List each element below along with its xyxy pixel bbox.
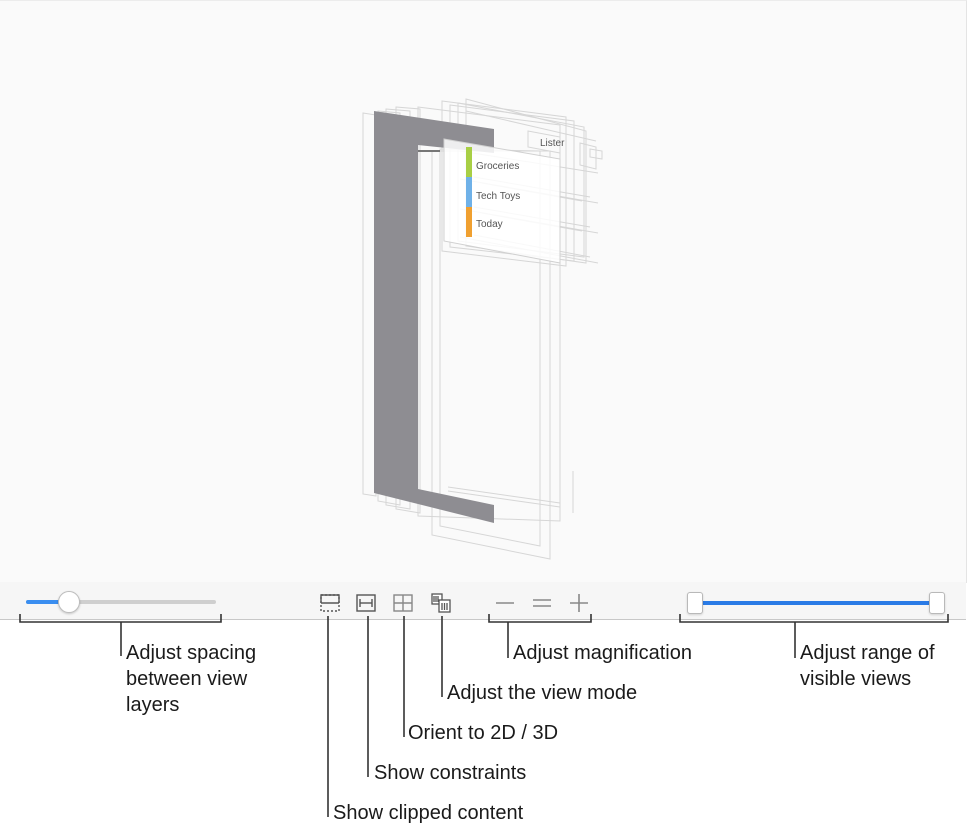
layer-spacing-slider-knob[interactable] — [57, 591, 80, 613]
row-label-tech-toys: Tech Toys — [476, 191, 520, 202]
callout-clipped: Show clipped content — [333, 802, 524, 824]
callout-magnification: Adjust magnification — [513, 642, 692, 664]
row-color-bar-1 — [466, 177, 472, 207]
layer-spacing-slider-fill — [26, 600, 68, 604]
visible-views-range-track — [694, 601, 936, 605]
callout-range-line-2: visible views — [800, 668, 912, 690]
visible-views-range-fill — [694, 601, 936, 605]
window-frame-layer[interactable] — [374, 111, 494, 523]
view-debugger-canvas[interactable]: Lister Groceries Tech Toys Today — [0, 0, 967, 583]
nav-title-label: Lister — [540, 138, 565, 149]
visible-views-range-slider[interactable] — [686, 592, 945, 614]
row-label-today: Today — [476, 219, 503, 230]
row-label-groceries: Groceries — [476, 161, 519, 172]
view-mode-icon — [431, 593, 451, 613]
callout-spacing-line-3: layers — [126, 694, 180, 716]
layer-spacing-slider[interactable] — [26, 591, 216, 613]
range-start-handle[interactable] — [687, 592, 703, 614]
zoom-out-button[interactable] — [494, 592, 516, 614]
callout-range: Adjust range of visible views — [800, 640, 935, 692]
callout-spacing-line-1: Adjust spacing — [126, 642, 257, 664]
show-clipped-content-button[interactable] — [319, 592, 341, 614]
exploded-view-hierarchy[interactable]: Lister Groceries Tech Toys Today — [0, 1, 966, 583]
zoom-actual-size-button[interactable] — [531, 592, 553, 614]
callout-view-mode: Adjust the view mode — [447, 682, 638, 704]
orient-2d-3d-icon — [393, 594, 413, 612]
callout-orient: Orient to 2D / 3D — [408, 722, 559, 744]
callout-spacing-line-2: between view — [126, 668, 248, 690]
show-clipped-content-icon — [320, 594, 340, 612]
row-color-bar-0 — [466, 147, 472, 177]
row-color-bar-2 — [466, 207, 472, 237]
callout-constraints: Show constraints — [374, 762, 527, 784]
orient-2d-3d-button[interactable] — [392, 592, 414, 614]
show-constraints-icon — [356, 594, 376, 612]
view-mode-button[interactable] — [430, 592, 452, 614]
zoom-in-button[interactable] — [568, 592, 590, 614]
callout-spacing: Adjust spacing between view layers — [126, 640, 256, 718]
debug-bar — [0, 582, 966, 620]
range-end-handle[interactable] — [929, 592, 945, 614]
callout-range-line-1: Adjust range of — [800, 642, 935, 664]
zoom-actual-size-icon — [533, 599, 551, 607]
table-view-layer[interactable] — [443, 138, 561, 264]
zoom-in-icon — [570, 594, 588, 612]
show-constraints-button[interactable] — [355, 592, 377, 614]
